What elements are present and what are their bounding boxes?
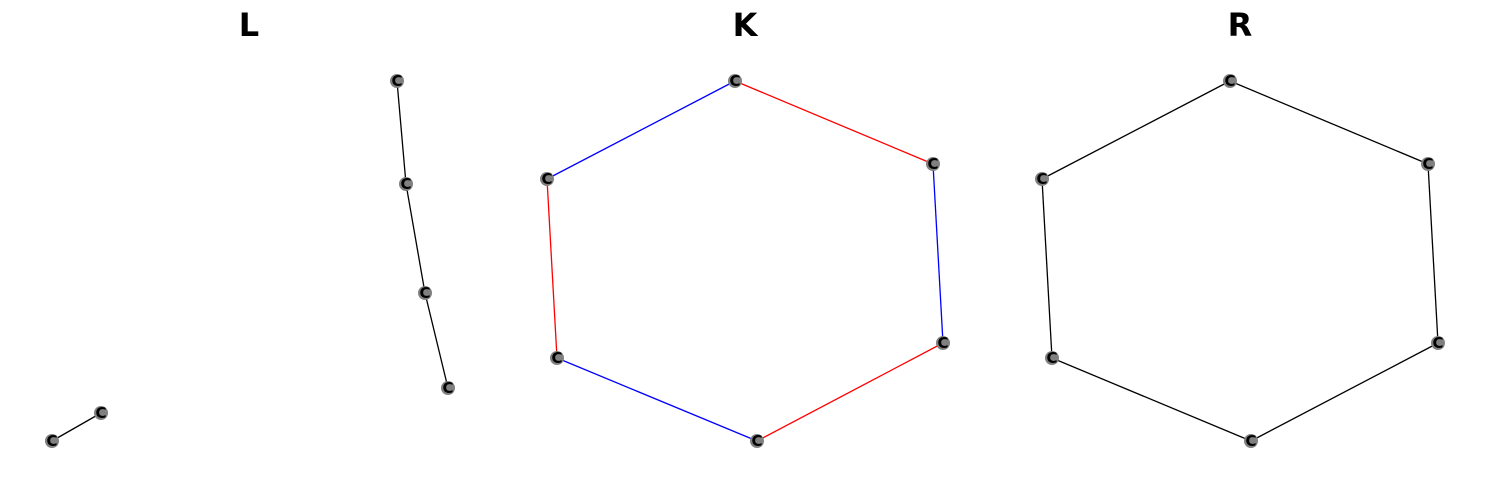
atom-node-k-0: C xyxy=(728,72,742,90)
atom-label-l-5: C xyxy=(442,379,453,397)
atom-label-l-1: C xyxy=(95,404,106,422)
bond-k-2 xyxy=(756,342,944,442)
atom-marker-r-0 xyxy=(1223,74,1237,88)
atom-node-r-0: C xyxy=(1223,72,1237,90)
atom-label-r-5: C xyxy=(1036,170,1047,188)
panel-title-r: R xyxy=(1228,6,1253,44)
atom-node-l-1: C xyxy=(94,404,108,422)
atom-node-k-2: C xyxy=(936,334,950,352)
atom-node-r-3: C xyxy=(1244,432,1258,450)
bond-r-0 xyxy=(1229,80,1429,165)
atom-label-k-2: C xyxy=(937,334,948,352)
bond-r-3 xyxy=(1051,357,1252,442)
atom-marker-k-1 xyxy=(926,157,940,171)
atom-marker-r-3 xyxy=(1244,434,1258,448)
bonds-r xyxy=(1041,80,1439,442)
atom-label-k-3: C xyxy=(751,432,762,450)
panel-r: R C C C C C C xyxy=(1035,6,1445,450)
atom-marker-r-1 xyxy=(1421,157,1435,171)
bond-k-1 xyxy=(932,163,944,344)
atoms-l: C C C C C C xyxy=(45,72,455,450)
bond-r-1 xyxy=(1427,163,1439,344)
bond-l-1 xyxy=(396,80,407,185)
panel-k: K C C C C C C xyxy=(540,6,950,450)
atom-node-k-4: C xyxy=(550,349,564,367)
atom-marker-l-2 xyxy=(390,74,404,88)
panel-l: L C C C C C C xyxy=(45,6,455,450)
atom-marker-r-2 xyxy=(1431,336,1445,350)
atom-node-k-3: C xyxy=(750,432,764,450)
atom-label-l-3: C xyxy=(400,175,411,193)
bond-r-2 xyxy=(1250,342,1439,442)
bond-r-5 xyxy=(1041,80,1231,180)
atom-node-r-2: C xyxy=(1431,334,1445,352)
atom-node-l-4: C xyxy=(418,284,432,302)
bond-k-0 xyxy=(734,80,934,165)
atom-marker-k-0 xyxy=(728,74,742,88)
atom-label-k-5: C xyxy=(541,170,552,188)
atom-node-l-5: C xyxy=(441,379,455,397)
atom-label-l-4: C xyxy=(419,284,430,302)
atom-label-r-1: C xyxy=(1422,155,1433,173)
atom-marker-r-5 xyxy=(1035,172,1049,186)
atom-label-k-0: C xyxy=(729,72,740,90)
bonds-l xyxy=(51,80,449,442)
atom-label-k-4: C xyxy=(551,349,562,367)
atom-label-r-2: C xyxy=(1432,334,1443,352)
atom-marker-r-4 xyxy=(1045,351,1059,365)
atom-node-r-4: C xyxy=(1045,349,1059,367)
atom-node-k-5: C xyxy=(540,170,554,188)
bond-l-3 xyxy=(424,292,449,389)
atom-node-l-2: C xyxy=(390,72,404,90)
atom-node-r-5: C xyxy=(1035,170,1049,188)
atom-node-l-3: C xyxy=(399,175,413,193)
bond-r-4 xyxy=(1041,178,1053,359)
atom-marker-k-3 xyxy=(750,434,764,448)
atom-label-l-0: C xyxy=(46,432,57,450)
panel-title-l: L xyxy=(239,6,259,44)
atom-marker-l-5 xyxy=(441,381,455,395)
atom-node-r-1: C xyxy=(1421,155,1435,173)
atom-label-r-0: C xyxy=(1224,72,1235,90)
atom-label-l-2: C xyxy=(391,72,402,90)
panel-title-k: K xyxy=(733,6,759,44)
atom-label-r-4: C xyxy=(1046,349,1057,367)
atom-marker-l-1 xyxy=(94,406,108,420)
bond-k-4 xyxy=(546,178,558,359)
atoms-r: C C C C C C xyxy=(1035,72,1445,450)
bond-k-3 xyxy=(556,357,758,442)
bond-l-2 xyxy=(405,183,426,294)
bond-k-5 xyxy=(546,80,736,180)
bond-l-0 xyxy=(51,412,102,442)
atom-marker-k-5 xyxy=(540,172,554,186)
atom-label-k-1: C xyxy=(927,155,938,173)
atom-marker-k-4 xyxy=(550,351,564,365)
bonds-k xyxy=(546,80,944,442)
atoms-k: C C C C C C xyxy=(540,72,950,450)
atom-node-k-1: C xyxy=(926,155,940,173)
atom-node-l-0: C xyxy=(45,432,59,450)
atom-marker-k-2 xyxy=(936,336,950,350)
atom-marker-l-3 xyxy=(399,177,413,191)
atom-marker-l-0 xyxy=(45,434,59,448)
atom-marker-l-4 xyxy=(418,286,432,300)
atom-label-r-3: C xyxy=(1245,432,1256,450)
